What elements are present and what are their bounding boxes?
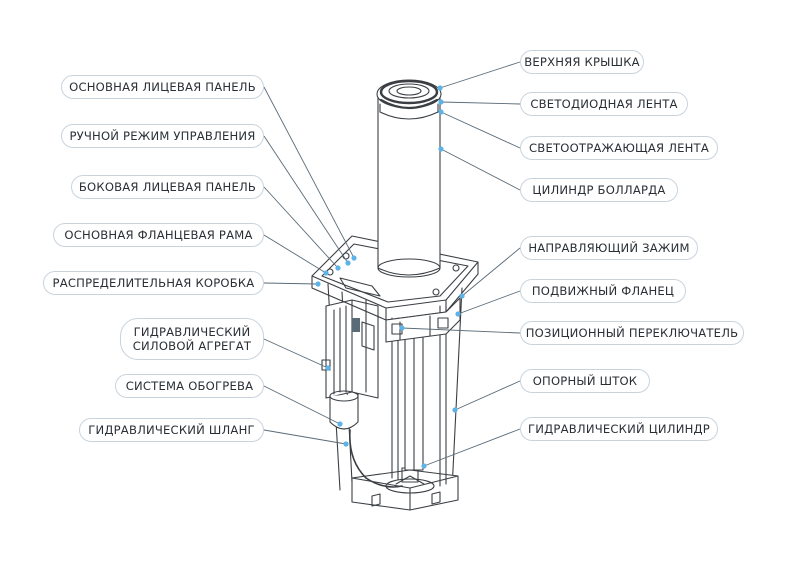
label-position-switch: ПОЗИЦИОННЫЙ ПЕРЕКЛЮЧАТЕЛЬ <box>520 321 744 345</box>
label-hydraulic-cylinder: ГИДРАВЛИЧЕСКИЙ ЦИЛИНДР <box>520 417 718 441</box>
hydraulic-power-unit-shape <box>321 299 379 399</box>
anchor-dots <box>315 85 465 469</box>
label-support-rod: ОПОРНЫЙ ШТОК <box>520 369 650 393</box>
label-bollard-cylinder-text: ЦИЛИНДР БОЛЛАРДА <box>532 182 666 197</box>
label-bollard-cylinder: ЦИЛИНДР БОЛЛАРДА <box>520 178 678 202</box>
label-hydraulic-power-unit: ГИДРАВЛИЧЕСКИЙ СИЛОВОЙ АГРЕГАТ <box>120 318 264 360</box>
label-hydraulic-hose-text: ГИДРАВЛИЧЕСКИЙ ШЛАНГ <box>88 422 255 437</box>
label-guide-clamp: НАПРАВЛЯЮЩИЙ ЗАЖИМ <box>520 236 698 260</box>
label-main-face-panel: ОСНОВНАЯ ЛИЦЕВАЯ ПАНЕЛЬ <box>61 75 264 99</box>
label-junction-box: РАСПРЕДЕЛИТЕЛЬНАЯ КОРОБКА <box>43 271 264 295</box>
label-hydraulic-hose: ГИДРАВЛИЧЕСКИЙ ШЛАНГ <box>79 418 264 442</box>
label-side-face-panel-text: БОКОВАЯ ЛИЦЕВАЯ ПАНЕЛЬ <box>78 179 257 194</box>
label-main-flange-frame-text: ОСНОВНАЯ ФЛАНЦЕВАЯ РАМА <box>64 227 253 242</box>
hydraulic-cylinder-rod <box>404 329 424 471</box>
label-position-switch-text: ПОЗИЦИОННЫЙ ПЕРЕКЛЮЧАТЕЛЬ <box>525 325 739 340</box>
label-guide-clamp-text: НАПРАВЛЯЮЩИЙ ЗАЖИМ <box>528 240 690 255</box>
hydraulic-hose-line <box>349 429 403 488</box>
label-led-strip: СВЕТОДИОДНАЯ ЛЕНТА <box>520 92 688 116</box>
label-reflective-strip: СВЕТООТРАЖАЮЩАЯ ЛЕНТА <box>520 136 718 160</box>
label-heating-system-text: СИСТЕМА ОБОГРЕВА <box>125 378 254 393</box>
label-led-strip-text: СВЕТОДИОДНАЯ ЛЕНТА <box>530 96 678 111</box>
label-manual-mode-text: РУЧНОЙ РЕЖИМ УПРАВЛЕНИЯ <box>69 128 256 143</box>
label-heating-system: СИСТЕМА ОБОГРЕВА <box>115 374 264 398</box>
top-cover-shape <box>376 79 442 120</box>
label-reflective-strip-text: СВЕТООТРАЖАЮЩАЯ ЛЕНТА <box>529 140 709 155</box>
label-main-flange-frame: ОСНОВНАЯ ФЛАНЦЕВАЯ РАМА <box>53 223 264 247</box>
heating-tank <box>329 390 359 430</box>
label-side-face-panel: БОКОВАЯ ЛИЦЕВАЯ ПАНЕЛЬ <box>71 175 264 199</box>
label-hydraulic-cylinder-text: ГИДРАВЛИЧЕСКИЙ ЦИЛИНДР <box>528 421 710 436</box>
label-top-cover: ВЕРХНЯЯ КРЫШКА <box>520 50 644 74</box>
leader-lines <box>263 61 521 467</box>
label-movable-flange: ПОДВИЖНЫЙ ФЛАНЕЦ <box>520 279 686 303</box>
label-movable-flange-text: ПОДВИЖНЫЙ ФЛАНЕЦ <box>531 283 675 298</box>
label-manual-mode: РУЧНОЙ РЕЖИМ УПРАВЛЕНИЯ <box>61 124 264 148</box>
label-hydraulic-power-unit-line2: СИЛОВОЙ АГРЕГАТ <box>132 339 252 353</box>
base-plate <box>351 467 459 511</box>
label-support-rod-text: ОПОРНЫЙ ШТОК <box>532 373 638 388</box>
label-main-face-panel-text: ОСНОВНАЯ ЛИЦЕВАЯ ПАНЕЛЬ <box>69 79 256 94</box>
label-top-cover-text: ВЕРХНЯЯ КРЫШКА <box>524 54 640 69</box>
bollard-cylinder-shape <box>377 93 441 278</box>
label-hydraulic-power-unit-line1: ГИДРАВЛИЧЕСКИЙ <box>133 324 251 339</box>
label-junction-box-text: РАСПРЕДЕЛИТЕЛЬНАЯ КОРОБКА <box>52 275 255 290</box>
